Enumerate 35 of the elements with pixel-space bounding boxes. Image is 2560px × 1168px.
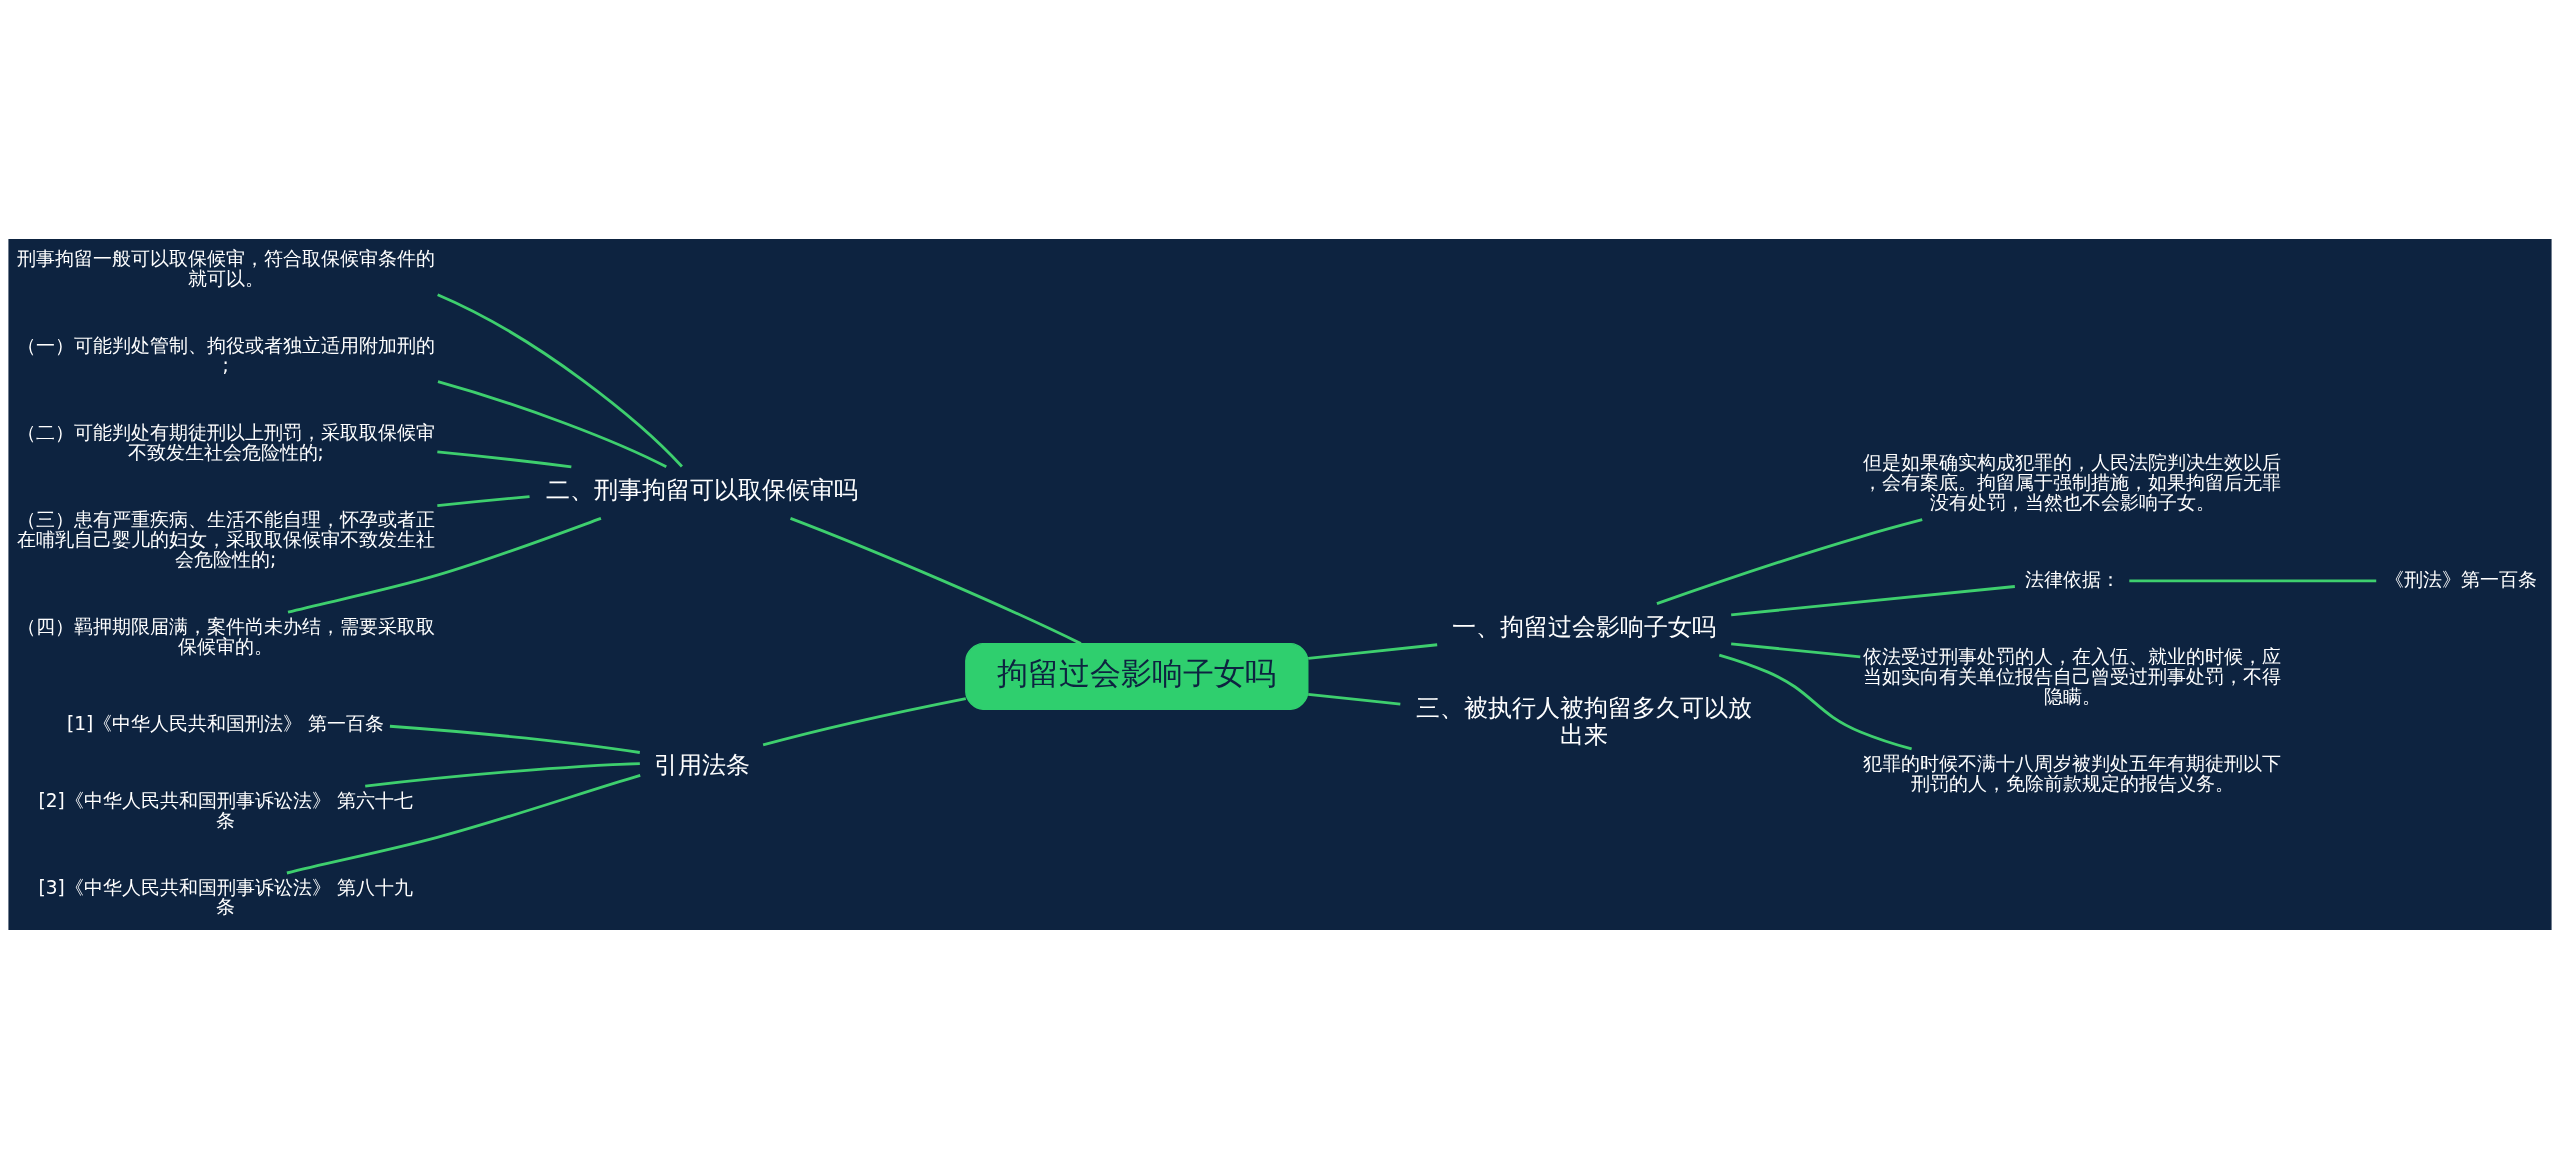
node-text: 刑事拘留一般可以取保候审，符合取保候审条件的就可以。 [16, 247, 435, 289]
node-text: （一）可能判处管制、拘役或者独立适用附加刑的; [16, 334, 435, 376]
node-text: [2]《中华人民共和国刑事诉讼法》 第六十七条 [38, 789, 413, 831]
node-text: 犯罪的时候不满十八周岁被判处五年有期徒刑以下刑罚的人，免除前款规定的报告义务。 [1863, 752, 2282, 794]
connector [1718, 653, 1912, 750]
node-text: （二）可能判处有期徒刑以上刑罚，采取取保候审不致发生社会危险性的; [16, 421, 435, 463]
connector [1731, 584, 2015, 616]
connector [437, 379, 667, 468]
connector [2129, 579, 2377, 582]
connector [1656, 517, 1923, 605]
node-text: 但是如果确实构成犯罪的，人民法院判决生效以后，会有案底。拘留属于强制措施，如果拘留后无罪没有处罚，当然也不会影响子女。 [1863, 451, 2282, 513]
connector [1308, 692, 1401, 706]
connector [1731, 642, 1861, 658]
node-text: 《刑法》第一百条 [2385, 568, 2538, 590]
node-text: 法律依据： [2024, 568, 2120, 590]
connector [365, 761, 640, 787]
connector [437, 292, 683, 467]
node-text: 三、被执行人被拘留多久可以放出来 [1416, 693, 1753, 749]
node-text: [3]《中华人民共和国刑事诉讼法》 第八十九条 [38, 876, 413, 917]
connector [437, 494, 530, 507]
connector [286, 773, 641, 874]
node-box: 拘留过会影响子女吗 [965, 642, 1309, 710]
connector [762, 696, 967, 746]
node-text: （四）羁押期限届满，案件尚未办结，需要采取取保候审的。 [16, 615, 435, 657]
node-text: （三）患有严重疾病、生活不能自理，怀孕或者正在哺乳自己婴儿的妇女，采取取保候审不致发生社会危险性的; [16, 508, 435, 570]
connector [287, 516, 602, 614]
node-text: 一、拘留过会影响子女吗 [1452, 612, 1717, 641]
connector [389, 724, 640, 754]
node-text: [1]《中华人民共和国刑法》 第一百条 [67, 712, 385, 734]
connector [789, 516, 1082, 645]
node-text: 引用法条 [653, 750, 750, 779]
node-text: 二、刑事拘留可以取保候审吗 [545, 475, 858, 504]
connector [1308, 642, 1438, 660]
connector [437, 449, 572, 468]
node-text: 依法受过刑事处罚的人，在入伍、就业的时候，应当如实向有关单位报告自己曾受过刑事处罚，不得隐瞒。 [1863, 645, 2282, 707]
